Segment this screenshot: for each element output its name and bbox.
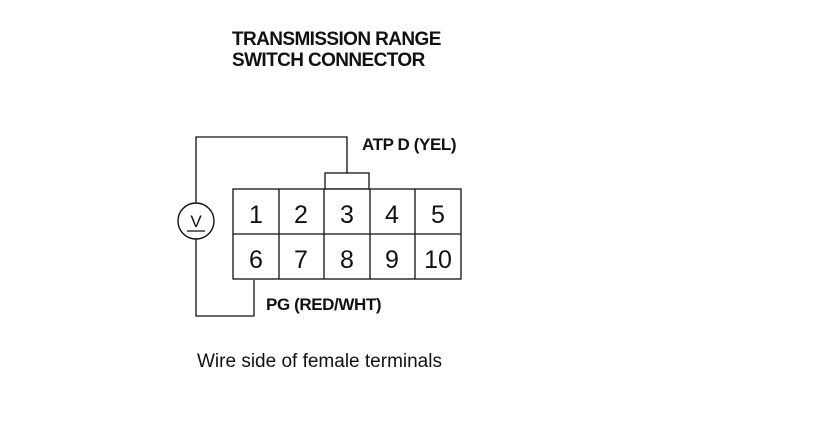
connector-housing: [232, 172, 462, 280]
pg-wire-label: PG (RED/WHT): [266, 295, 382, 314]
pin-3: 3: [340, 201, 354, 229]
pin-5: 5: [431, 201, 445, 229]
diagram-title-line-2: SWITCH CONNECTOR: [232, 50, 425, 71]
pin-7: 7: [294, 246, 308, 274]
pin-2: 2: [294, 201, 308, 229]
pin-8: 8: [340, 246, 354, 274]
pin-4: 4: [385, 201, 399, 229]
pin-1: 1: [249, 201, 263, 229]
connector-pins: 1 2 3 4 5 6 7 8 9 10: [249, 201, 452, 274]
voltmeter-icon: V: [177, 202, 215, 240]
voltmeter-symbol: V: [190, 212, 202, 231]
pg-probe-wire: [195, 239, 255, 317]
pin-9: 9: [385, 246, 399, 274]
diagram-caption: Wire side of female terminals: [197, 351, 442, 372]
pin-10: 10: [424, 246, 452, 274]
probe-wires: [195, 136, 348, 317]
diagram-title-line-1: TRANSMISSION RANGE: [232, 29, 441, 50]
pin-6: 6: [249, 246, 263, 274]
atp-probe-wire: [195, 136, 348, 203]
connector-lock-tab: [324, 172, 370, 190]
atp-wire-label: ATP D (YEL): [362, 135, 457, 154]
